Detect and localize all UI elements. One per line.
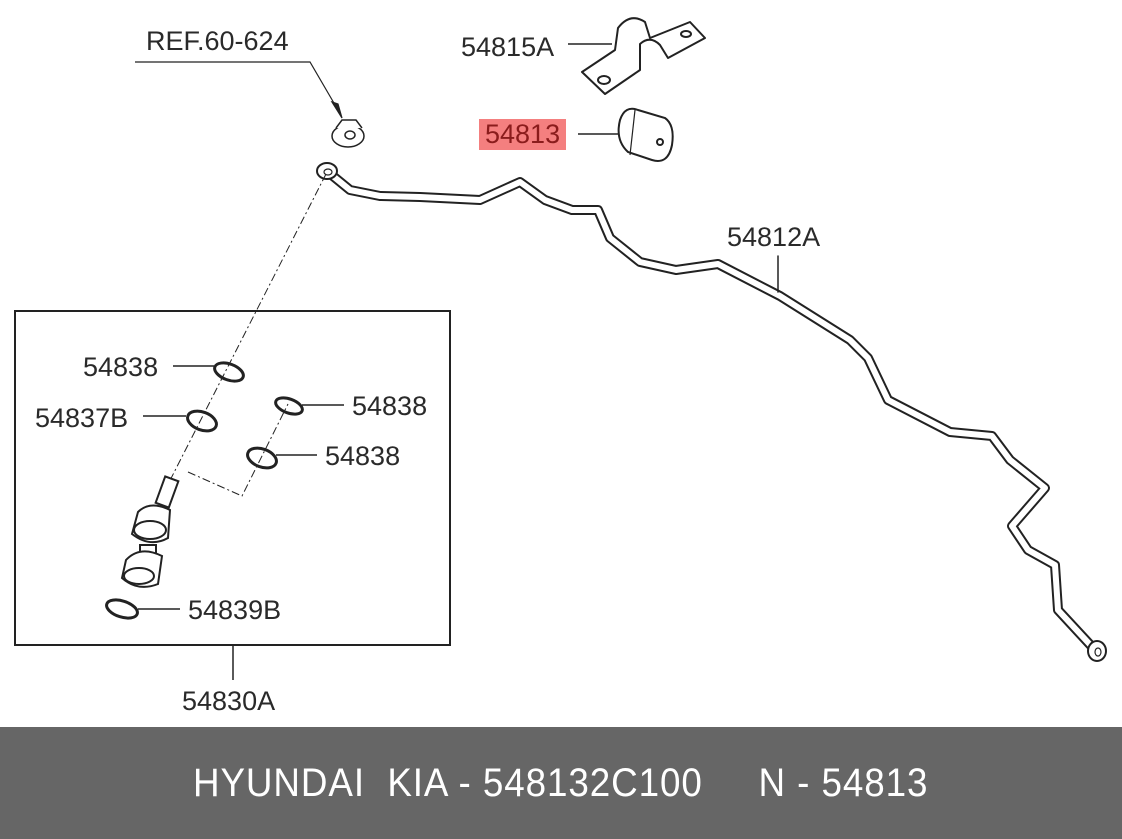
label-seal-right-bottom: 54838	[325, 441, 401, 471]
ref-leader	[135, 61, 343, 119]
part-number-caption: HYUNDAI KIA - 548132C100 N - 54813	[193, 760, 929, 805]
ball-joint-icon	[120, 475, 180, 588]
bushing-icon	[578, 107, 674, 162]
seal-rings	[105, 361, 304, 620]
footer-bar: HYUNDAI KIA - 548132C100 N - 54813	[0, 727, 1122, 839]
label-seal-top: 54838	[83, 352, 159, 382]
label-seal-left: 54837B	[35, 403, 129, 433]
flange-nut-icon	[331, 119, 365, 148]
stabilizer-bar-icon	[316, 162, 1107, 662]
label-seal-right-top: 54838	[352, 391, 428, 421]
label-link-assembly: 54830A	[182, 686, 276, 716]
label-ref: REF.60-624	[146, 26, 289, 56]
label-bar: 54812A	[727, 222, 821, 252]
assembly-centerline	[159, 173, 327, 501]
label-bracket: 54815A	[461, 32, 555, 62]
parts-diagram	[14, 17, 1107, 680]
label-ring-bottom: 54839B	[188, 595, 282, 625]
bracket-icon	[568, 17, 706, 95]
label-bushing-highlighted[interactable]: 54813	[479, 119, 567, 150]
